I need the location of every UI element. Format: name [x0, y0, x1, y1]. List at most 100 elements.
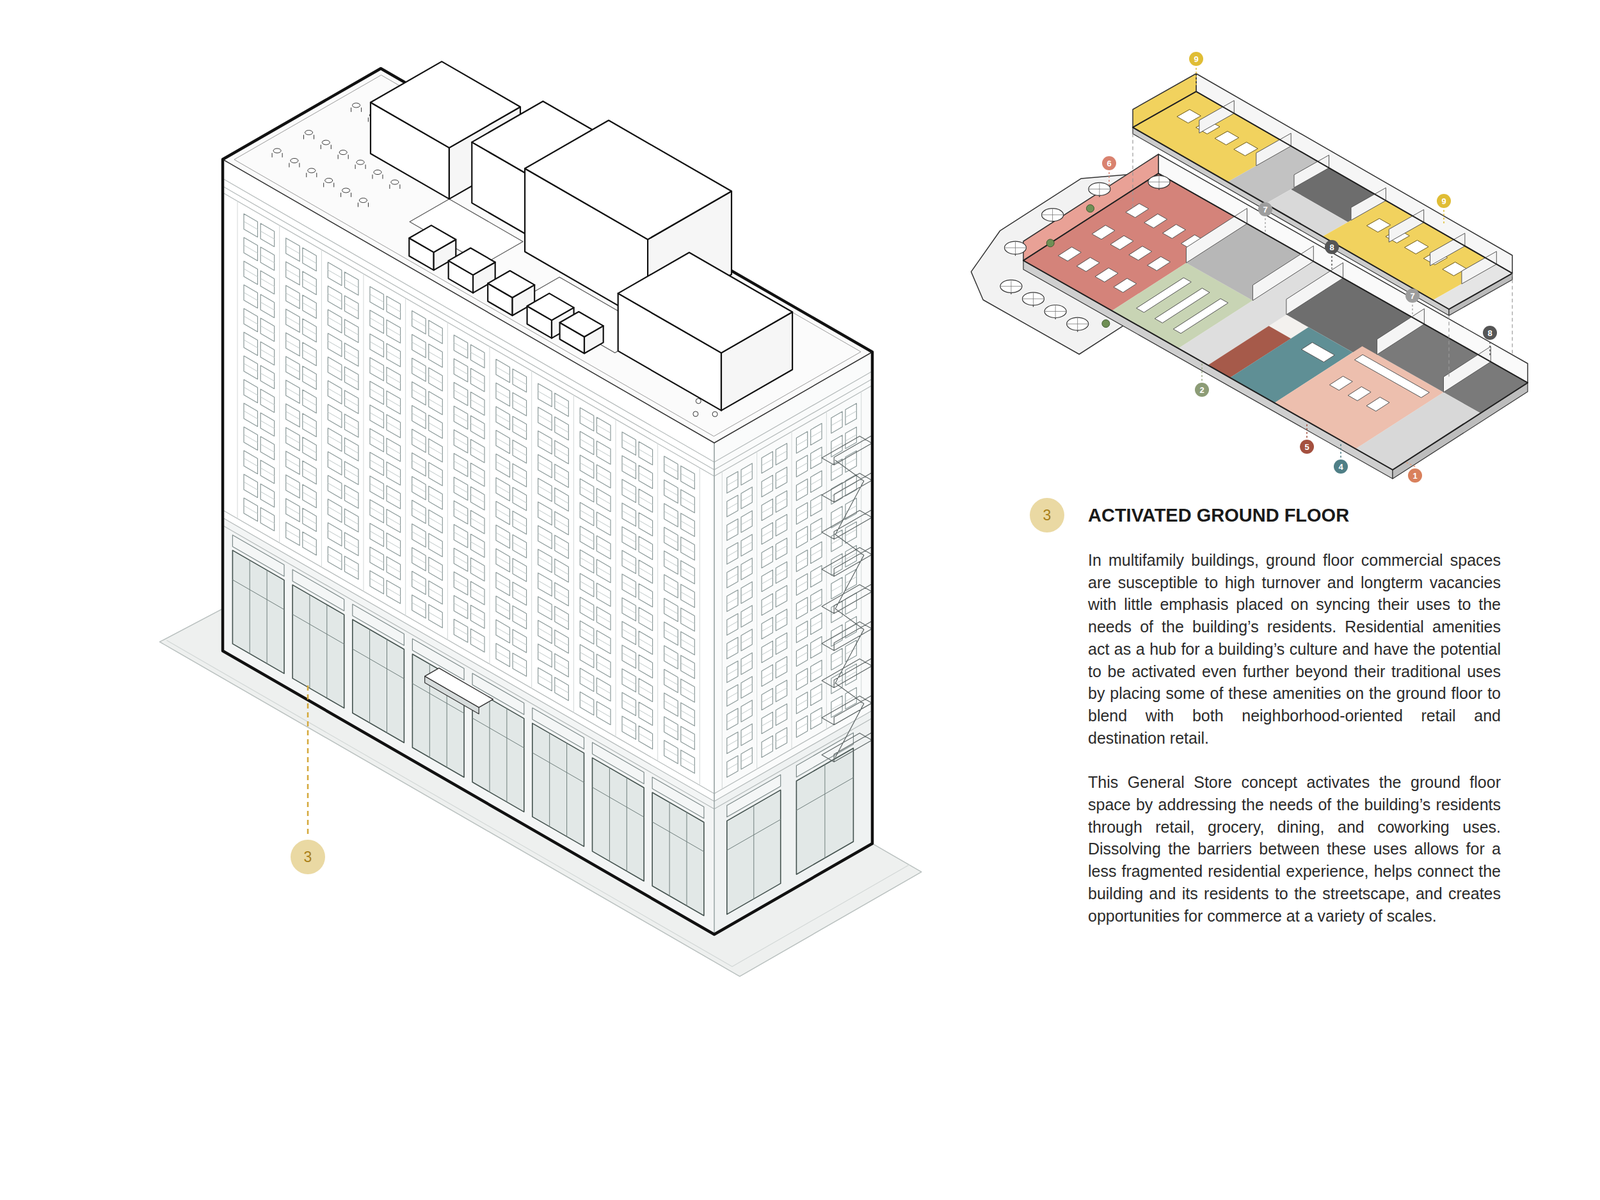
building-axon	[160, 61, 922, 977]
planter	[1046, 239, 1055, 248]
back-wall	[1196, 73, 1513, 274]
building-corner	[713, 442, 715, 935]
callout-circle: 4	[1333, 459, 1348, 474]
callout-leader	[1340, 442, 1342, 458]
partition-wall	[1186, 208, 1248, 264]
umbrella	[1022, 292, 1045, 306]
roof-table	[307, 168, 316, 173]
partition-wall	[1256, 133, 1291, 166]
roof-seat	[693, 411, 699, 417]
roof-chair	[337, 154, 349, 159]
callout-number: 8	[1329, 243, 1334, 252]
plate-outline	[1132, 91, 1513, 310]
roof-chair	[341, 193, 352, 198]
callout-number: 8	[1487, 328, 1492, 338]
callout-leader	[1489, 341, 1491, 358]
callout-leader	[1201, 363, 1203, 381]
callout-leader	[1405, 462, 1416, 467]
rooftop-volume	[560, 311, 604, 337]
roof-table	[356, 160, 365, 165]
projection-line	[1132, 133, 1513, 380]
rooftop-volume	[408, 225, 456, 253]
roof-chair	[272, 153, 283, 158]
callout-circle: 1	[1408, 468, 1423, 483]
section-heading: ACTIVATED GROUND FLOOR	[1088, 503, 1350, 527]
callout-leader	[307, 685, 310, 836]
callout-number: 3	[1043, 508, 1052, 523]
partition-wall	[1377, 308, 1425, 355]
callout-circle: 7	[1258, 202, 1273, 217]
callout-circle: 3	[290, 839, 326, 875]
body-paragraph: In multifamily buildings, ground floor c…	[1088, 549, 1501, 749]
umbrella	[1044, 305, 1067, 319]
callout-circle: 8	[1324, 240, 1339, 255]
callout-circle: 5	[1299, 439, 1314, 454]
roof-table	[273, 148, 281, 153]
umbrella-rib	[1148, 175, 1170, 189]
roof-deck	[222, 68, 873, 443]
umbrella	[1088, 182, 1111, 196]
umbrella-rib	[1004, 241, 1027, 255]
callout-leader	[1306, 423, 1308, 438]
callout-number: 5	[1304, 442, 1309, 452]
desk	[1176, 109, 1467, 276]
storefront-mullion	[232, 560, 854, 906]
rooftop-volume	[527, 293, 575, 320]
roof-chair	[323, 183, 335, 187]
rooftop-volume	[448, 248, 496, 276]
callout-circle: 6	[1102, 156, 1117, 171]
planter	[1086, 204, 1095, 213]
callout-leader	[1443, 209, 1445, 226]
umbrella-rib	[1022, 292, 1045, 306]
callout-number: 4	[1338, 462, 1343, 472]
rooftop-volume	[618, 252, 793, 354]
fire-escape	[821, 435, 872, 762]
callout-leader	[1195, 67, 1197, 88]
partition-wall	[1286, 263, 1344, 315]
umbrella-rib	[1041, 208, 1064, 222]
roof-table	[391, 179, 399, 185]
callout-number: 2	[1199, 385, 1204, 395]
umbrella	[1000, 279, 1023, 293]
roof-chair	[389, 184, 400, 189]
entry-canopy	[424, 676, 480, 715]
storefront-glass	[232, 550, 854, 916]
callout-number: 3	[304, 849, 313, 865]
partition-wall	[1351, 187, 1386, 221]
umbrella-rib	[1066, 317, 1089, 331]
callout-circle: 8	[1482, 325, 1497, 340]
callout-number: 7	[1262, 205, 1268, 214]
rooftop-volume	[487, 270, 535, 298]
rooftop-volume	[524, 120, 732, 240]
callout-circle: 7	[1405, 288, 1420, 303]
umbrella	[1041, 208, 1064, 222]
callout-number: 1	[1412, 471, 1417, 480]
text-column: In multifamily buildings, ground floor c…	[1088, 549, 1501, 927]
roof-chair	[304, 135, 315, 139]
callout-leader	[1331, 256, 1333, 269]
plate-outline	[1023, 173, 1528, 470]
roof-seat	[712, 411, 718, 417]
roof-chair	[289, 163, 300, 168]
callout-leader	[1108, 172, 1110, 187]
umbrella	[1148, 175, 1170, 189]
roof-table	[342, 188, 351, 193]
callout-leader	[1264, 218, 1266, 232]
end-wall	[1132, 73, 1197, 128]
roof-chair	[351, 108, 362, 112]
callout-circle: 9	[1436, 193, 1451, 208]
roof-seat	[695, 398, 701, 404]
partition-wall	[1443, 346, 1492, 393]
callout-circle: 9	[1189, 51, 1204, 66]
upper-floor-plate	[1132, 91, 1513, 310]
callout-circle: 3	[1029, 497, 1065, 533]
callout-number: 9	[1441, 197, 1446, 206]
umbrella	[1066, 317, 1089, 331]
umbrella-rib	[1088, 182, 1111, 196]
roof-chair	[372, 174, 383, 179]
partition-wall	[1199, 100, 1235, 134]
callout-number: 6	[1106, 159, 1112, 168]
partition-wall	[1461, 251, 1497, 285]
